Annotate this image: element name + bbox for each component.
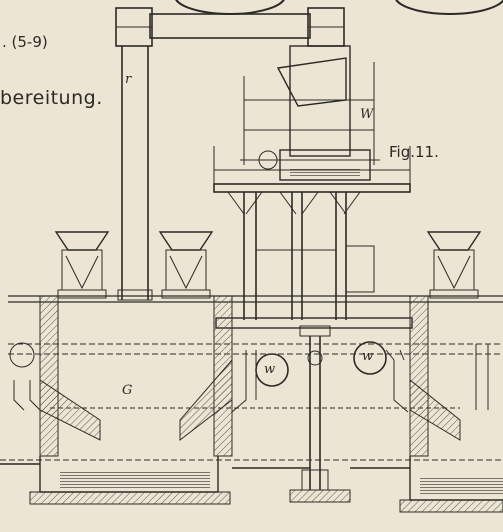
tank-walls	[39, 295, 461, 457]
letter-W-label: W	[360, 107, 374, 122]
letter-w-left-label: w	[264, 362, 276, 377]
tower-legs	[227, 191, 375, 320]
top-drums	[175, 0, 503, 15]
pumps	[231, 341, 409, 413]
top-duct	[115, 7, 345, 47]
floor-beams	[8, 295, 503, 409]
feeder-middle	[158, 231, 214, 299]
letter-G-label: G	[122, 383, 133, 398]
letter-w-right-label: w	[362, 349, 374, 364]
side-pipes	[9, 342, 489, 411]
platform	[213, 146, 411, 193]
feeder-right	[426, 231, 482, 299]
section-reference: . (5-9)	[2, 33, 48, 51]
figure-label: Fig.11.	[389, 143, 439, 161]
feeder-left	[54, 231, 110, 299]
ground	[0, 463, 503, 513]
hopper-tower	[240, 45, 380, 181]
caption-fragment: bereitung.	[0, 87, 103, 109]
letter-r-label: r	[125, 72, 132, 87]
vertical-pipe-r	[117, 46, 153, 301]
